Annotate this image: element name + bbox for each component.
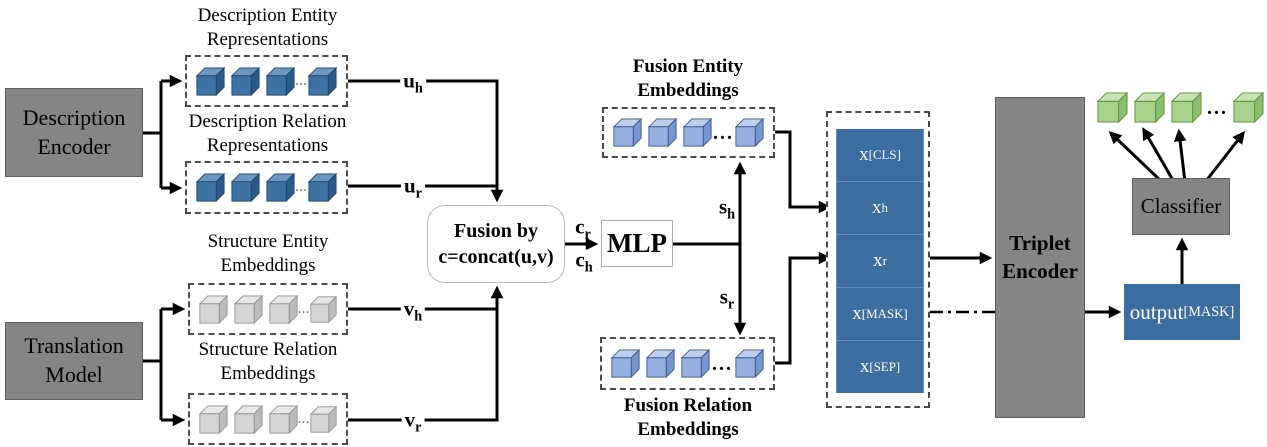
cube-icon [308, 66, 337, 96]
ellipsis: ... [295, 180, 308, 194]
cube-icon [231, 173, 260, 202]
cube-icon [735, 118, 764, 147]
struct-entity-title: Structure Entity Embeddings [207, 231, 329, 276]
description-entity-strip: ... [185, 55, 348, 107]
desc-encoder-branch-line [143, 81, 163, 188]
mlp-box: MLP [601, 220, 673, 267]
cube-icon [231, 66, 260, 96]
fusion-box-line1: Fusion by [454, 220, 538, 242]
ellipsis: ... [295, 73, 308, 88]
edge-classifier-fan-1 [1108, 131, 1164, 184]
fusion-entity-title: Fusion Entity Embeddings [632, 56, 744, 101]
ellipsis: ... [1207, 96, 1228, 119]
cube-icon [310, 405, 337, 433]
edge-vr-to-fusion [348, 285, 504, 422]
edge-uh-to-fusion [348, 79, 504, 203]
cube-icon [266, 173, 295, 202]
triplet-encoder-box: Triplet Encoder [995, 97, 1085, 418]
cube-icon [1171, 92, 1202, 123]
cube-icon [308, 173, 337, 202]
cube-icon [735, 349, 764, 378]
cube-icon [234, 294, 263, 324]
ellipsis: ... [712, 352, 733, 375]
cube-icon [199, 404, 228, 434]
output-mask-box: output[MASK] [1124, 284, 1240, 340]
fusion-entity-strip: ... [602, 107, 775, 158]
ellipsis: ... [298, 411, 310, 426]
desc-relation-title: Description Relation Representations [188, 111, 347, 156]
cube-icon [648, 118, 677, 147]
fusion-box: Fusion by c=concat(u,v) [427, 205, 565, 283]
label-sr: sr [716, 286, 738, 312]
edge-classifier-fan-3 [1173, 128, 1187, 183]
candidate-entities-row: ... [1097, 92, 1264, 123]
cube-icon [1233, 92, 1264, 123]
edge-entity-to-xh [775, 130, 832, 214]
cube-icon [646, 349, 675, 378]
label-ch: ch [572, 249, 596, 275]
edge-classifier-fan-2 [1142, 127, 1176, 183]
classifier-box: Classifier [1132, 178, 1230, 235]
translation-model-box: Translation Model [5, 322, 143, 400]
cube-icon [266, 66, 295, 96]
cube-icon [196, 66, 225, 96]
cube-icon [196, 173, 225, 202]
label-uh: uh [400, 70, 426, 96]
cube-icon [199, 294, 228, 324]
cube-icon [310, 295, 337, 323]
cube-icon [683, 118, 712, 147]
cube-icon [234, 404, 263, 434]
label-sh: sh [715, 196, 739, 222]
token-x-cls: x[CLS] [836, 129, 924, 181]
structure-entity-strip: ... [188, 283, 348, 335]
fusion-relation-strip: ... [600, 337, 775, 390]
cube-icon [611, 349, 640, 378]
cube-icon [269, 404, 298, 434]
fusion-box-line2: c=concat(u,v) [438, 246, 554, 268]
description-relation-strip: ... [185, 161, 348, 214]
cube-icon [613, 118, 642, 147]
cube-icon [681, 349, 710, 378]
description-encoder-box: Description Encoder [5, 88, 143, 177]
token-x-mask: x[MASK] [836, 287, 924, 340]
ellipsis: ... [298, 301, 310, 316]
cube-icon [1097, 92, 1128, 123]
edge-classifier-fan-4 [1204, 131, 1245, 182]
cube-icon [1134, 92, 1165, 123]
token-x-sep: x[SEP] [836, 340, 924, 393]
edge-relation-to-xr [775, 251, 832, 365]
struct-relation-title: Structure Relation Embeddings [198, 339, 338, 384]
label-vh: vh [400, 298, 426, 324]
label-vr: vr [401, 409, 425, 435]
structure-relation-strip: ... [188, 393, 348, 445]
fusion-relation-title: Fusion Relation Embeddings [623, 395, 753, 440]
translation-branch-line [143, 309, 163, 420]
cube-icon [269, 294, 298, 324]
ellipsis: ... [713, 121, 734, 144]
desc-entity-title: Description Entity Representations [197, 5, 338, 50]
label-cr: cr [572, 216, 594, 242]
label-ur: ur [400, 175, 426, 201]
